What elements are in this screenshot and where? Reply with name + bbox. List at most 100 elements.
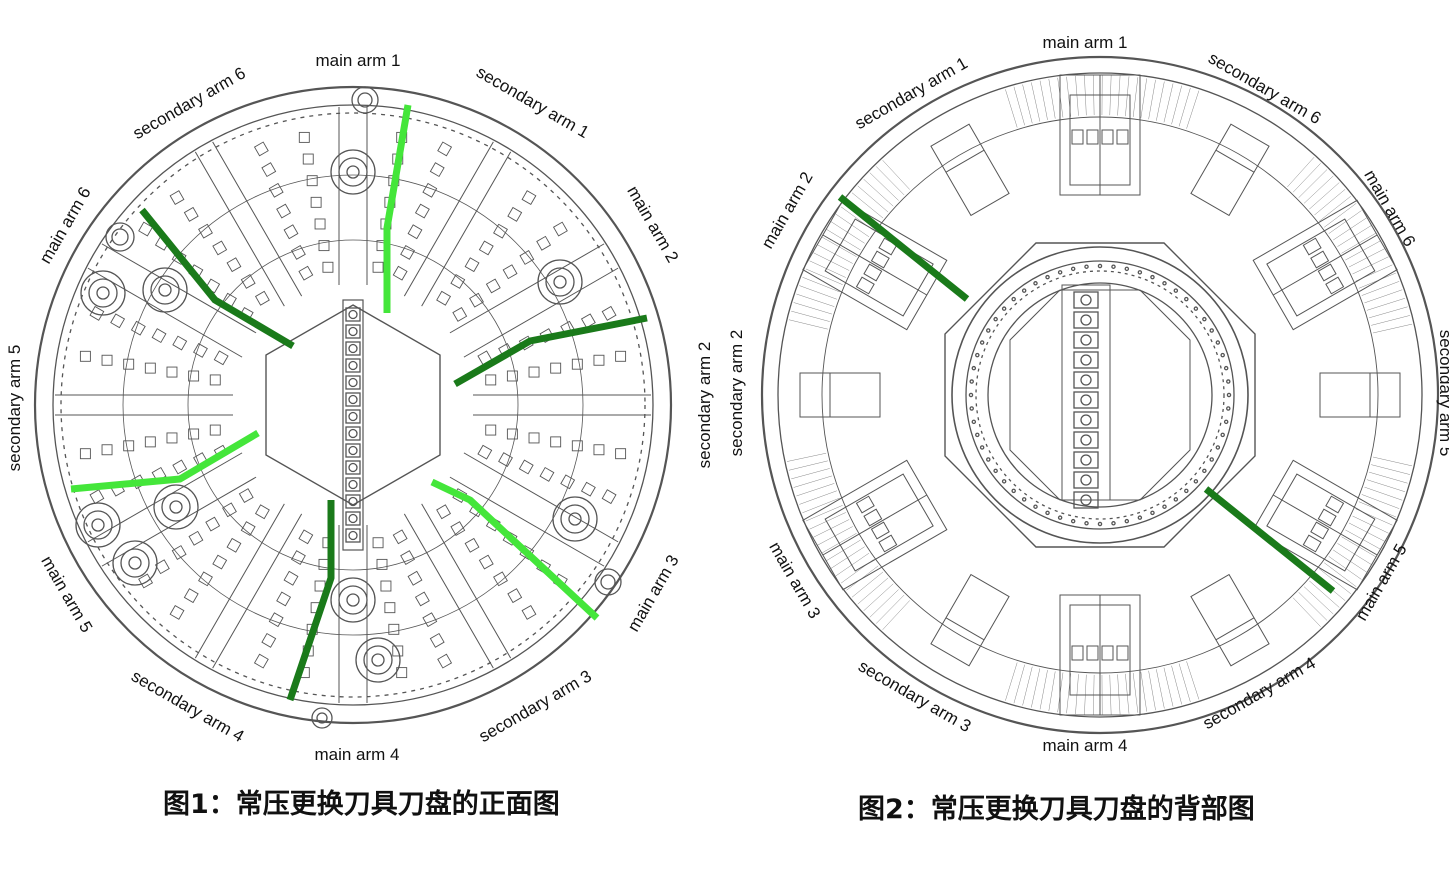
secondary-housing	[799, 372, 881, 418]
secondary-housing-frame	[1190, 123, 1270, 217]
rim-hatch	[1364, 289, 1403, 304]
disc-cutter	[112, 540, 158, 586]
cutter-box	[384, 602, 396, 614]
cutter-box	[138, 573, 154, 589]
cutter-box	[254, 290, 270, 306]
rim-hatch	[1371, 315, 1411, 326]
bolt-hole	[1162, 281, 1167, 286]
cutter-box	[306, 175, 318, 187]
bolt-hole	[1124, 518, 1130, 524]
cutter-box	[593, 354, 605, 366]
cutter-box	[422, 182, 438, 198]
center-cutter	[1080, 454, 1092, 466]
rim-hatch	[799, 285, 837, 300]
cutter-box	[464, 257, 480, 273]
arm-rail	[212, 513, 303, 669]
cutter-box	[298, 265, 314, 281]
cutter-box	[238, 488, 254, 504]
cutter-box	[283, 570, 299, 586]
arm-cutter-box	[1325, 276, 1345, 295]
bolt-hole	[1173, 288, 1179, 293]
rim-hatch	[1163, 83, 1174, 123]
center-cutter	[345, 494, 361, 509]
center-cutter	[345, 358, 361, 373]
arm-center-rail	[1272, 234, 1378, 296]
cutter-box	[485, 424, 497, 436]
rim-hatch	[863, 179, 894, 207]
arm-rail	[194, 503, 285, 659]
center-cutter	[1080, 374, 1092, 386]
cutter-box	[298, 131, 310, 143]
bolt-hole	[969, 379, 974, 384]
center-cutter	[348, 496, 358, 507]
f1-label-main-arm-4: main arm 4	[314, 745, 399, 764]
bolt-hole	[979, 445, 985, 450]
highlight-main-arm-2	[453, 314, 648, 388]
arm-housing	[1059, 594, 1141, 716]
cutter-box	[376, 558, 388, 570]
cutter-box	[477, 444, 493, 460]
cutter-box	[268, 182, 284, 198]
rim-hatch	[788, 319, 828, 330]
cutter-box	[212, 554, 228, 570]
arm-cutter-box	[1302, 237, 1322, 256]
cutter-box	[209, 424, 221, 436]
rim-hatch	[875, 166, 905, 196]
cutter-box	[89, 305, 105, 321]
cutter-box	[261, 162, 277, 178]
center-cutter	[345, 443, 361, 458]
cutter-box	[506, 428, 518, 440]
center-cutter	[345, 324, 361, 339]
cutter-box	[539, 466, 555, 482]
center-cutter	[348, 428, 358, 439]
rim-hatch	[1314, 189, 1346, 216]
arm-cutter-box	[1116, 129, 1129, 145]
bolt-hole	[979, 340, 985, 345]
cutter-box	[222, 502, 237, 518]
arm-cutter-box	[1310, 250, 1330, 269]
f2-label-main-arm-4: main arm 4	[1042, 736, 1127, 755]
cutter-box	[437, 653, 453, 669]
cutter-box	[507, 206, 523, 222]
cutter-box	[298, 529, 314, 545]
cutter-box	[615, 448, 627, 460]
rim-hatch	[1361, 281, 1400, 296]
rim-hatch	[1163, 667, 1174, 707]
rim-hatch	[805, 505, 843, 522]
center-cutter	[345, 307, 361, 322]
center-cutter	[1073, 411, 1099, 429]
arm-rail	[194, 151, 285, 307]
bolt-hole	[1209, 457, 1214, 462]
rim-hatch	[813, 252, 850, 271]
disc-cutter	[355, 637, 401, 683]
figure2-cutterhead-back	[760, 55, 1440, 735]
center-cutter	[1073, 491, 1099, 509]
rim-hatch	[788, 460, 828, 471]
rim-hatch	[1125, 76, 1130, 117]
bolt-hole	[968, 392, 974, 398]
cutter-box	[615, 350, 627, 362]
rim-hatch	[1022, 84, 1033, 124]
cutter-box	[601, 489, 617, 505]
arm-cutter-box	[1310, 521, 1330, 540]
center-cutter	[1073, 351, 1099, 369]
bolt-hole	[1202, 468, 1207, 474]
rim-hatch	[802, 276, 840, 293]
arm-cutter-box	[1071, 129, 1084, 145]
cutter-box	[528, 366, 540, 378]
rim-hatch	[1352, 256, 1389, 275]
cutter-box	[123, 440, 135, 452]
bolt-hole	[993, 468, 998, 474]
rim-hatch	[1022, 666, 1033, 706]
secondary-housing-frame	[930, 573, 1010, 667]
rim-hatch	[1319, 568, 1351, 594]
center-cutter	[348, 377, 358, 388]
rim-hatch	[1031, 82, 1041, 122]
rim-hatch	[882, 600, 910, 630]
disc-cutter	[75, 502, 121, 548]
cutter-box	[169, 190, 185, 206]
cutter-box	[171, 545, 187, 560]
center-cutter	[348, 462, 358, 473]
cutter-box	[79, 350, 91, 362]
center-cutter	[345, 460, 361, 475]
